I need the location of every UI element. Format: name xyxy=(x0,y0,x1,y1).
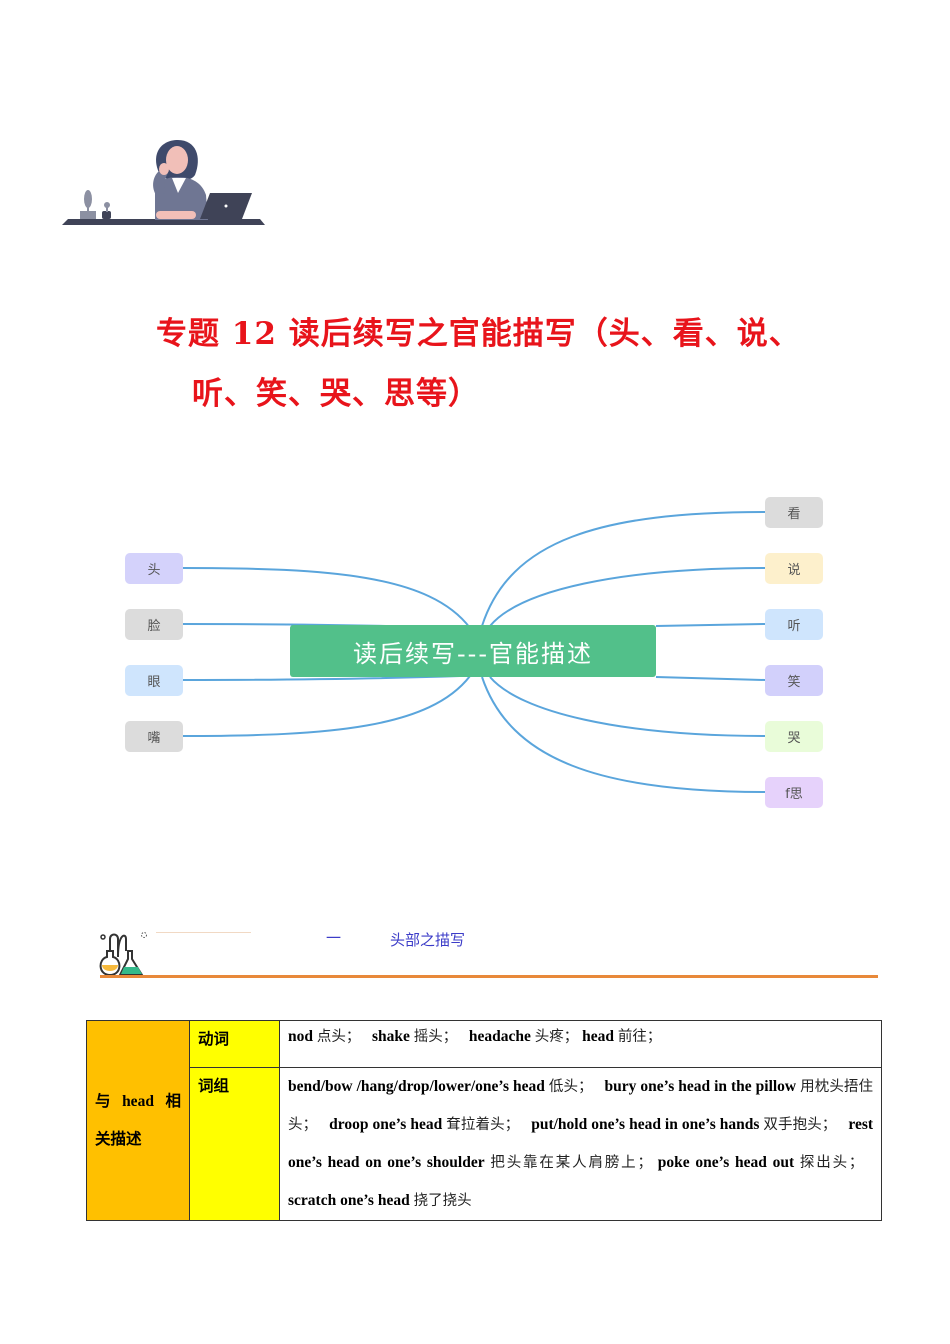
mindmap-node-head: 头 xyxy=(125,553,183,584)
node-label: 嘴 xyxy=(147,731,161,746)
mindmap-node-eye: 眼 xyxy=(125,665,183,696)
section-number: 一 xyxy=(326,929,342,947)
term-en: droop one’s head xyxy=(329,1116,443,1133)
node-label: f思 xyxy=(785,787,803,802)
section-thin-rule xyxy=(156,932,251,933)
term-en: rest one’s head on one’s shoulder xyxy=(288,1116,874,1171)
term-en: shake xyxy=(372,1028,410,1045)
category-text: head xyxy=(122,1092,154,1110)
node-label: 头 xyxy=(147,563,161,578)
term-zh: 挠了挠头 xyxy=(413,1193,472,1209)
term-en: nod xyxy=(288,1028,313,1045)
document-title-line-1: 专题 12 读后续写之官能描写（头、看、说、 xyxy=(156,316,801,352)
node-label: 说 xyxy=(787,563,801,578)
term-zh: 双手抱头； xyxy=(763,1117,837,1133)
center-node-label: 读后续写---官能描述 xyxy=(353,639,593,668)
node-label: 笑 xyxy=(787,675,801,690)
term-zh: 探出头； xyxy=(799,1155,864,1171)
term-en: scratch one’s head xyxy=(288,1192,410,1209)
mindmap-node-laugh: 笑 xyxy=(765,665,823,696)
term-en: bury one’s head in the pillow xyxy=(604,1078,797,1095)
mindmap-node-cry: 哭 xyxy=(765,721,823,752)
node-label: 脸 xyxy=(147,619,161,634)
term-en: headache xyxy=(468,1028,531,1045)
document-title-line-2: 听、笑、哭、思等） xyxy=(192,376,480,412)
table-row: 与 head 相 关描述 动词 nod 点头； shake 摇头； headac… xyxy=(86,1020,882,1221)
term-zh: 前往； xyxy=(617,1029,662,1045)
term-zh: 低头； xyxy=(548,1079,593,1095)
woman-at-desk-illustration xyxy=(60,135,270,230)
category-text: 关描述 xyxy=(95,1130,142,1148)
section-header: 一 头部之描写 xyxy=(96,925,881,980)
term-zh: 点头； xyxy=(316,1029,361,1045)
node-label: 眼 xyxy=(147,675,161,690)
mindmap-node-mouth: 嘴 xyxy=(125,721,183,752)
section-divider xyxy=(100,975,878,978)
phrases-content-cell: bend/bow /hang/drop/lower/one’s head 低头；… xyxy=(279,1067,882,1221)
node-label: 看 xyxy=(787,507,801,522)
category-cell: 与 head 相 关描述 xyxy=(86,1020,190,1221)
mindmap-node-face: 脸 xyxy=(125,609,183,640)
term-en: poke one’s head out xyxy=(657,1154,795,1171)
term-zh: 把头靠在某人肩膀上； xyxy=(490,1155,653,1171)
table-row: 词组 bend/bow /hang/drop/lower/one’s head … xyxy=(87,1067,882,1221)
subcategory-cell-verbs: 动词 xyxy=(189,1020,280,1068)
node-label: 哭 xyxy=(787,731,801,746)
illustration-icon xyxy=(62,140,265,225)
mindmap-center-node: 读后续写---官能描述 xyxy=(290,625,656,677)
verbs-content-cell: nod 点头； shake 摇头； headache 头疼； head 前往； xyxy=(279,1020,882,1068)
term-zh: 用枕头捂住头； xyxy=(288,1079,874,1133)
mindmap-node-look: 看 xyxy=(765,497,823,528)
category-text: 相 xyxy=(165,1092,181,1110)
term-en: bend/bow /hang/drop/lower/one’s head xyxy=(288,1078,545,1095)
term-en: put/hold one’s head in one’s hands xyxy=(531,1116,760,1133)
head-vocabulary-table: 与 head 相 关描述 动词 nod 点头； shake 摇头； headac… xyxy=(86,1020,882,1221)
mindmap-node-listen: 听 xyxy=(765,609,823,640)
section-title: 头部之描写 xyxy=(390,931,466,949)
mindmap-node-think: f思 xyxy=(765,777,823,808)
chemistry-flask-icon xyxy=(99,932,147,975)
term-zh: 摇头； xyxy=(413,1029,458,1045)
category-text: 与 xyxy=(95,1092,111,1110)
subcategory-cell-phrases: 词组 xyxy=(189,1067,280,1221)
mindmap-node-say: 说 xyxy=(765,553,823,584)
node-label: 听 xyxy=(787,619,801,634)
term-en: head xyxy=(582,1028,615,1045)
term-zh: 耷拉着头； xyxy=(446,1117,520,1133)
term-zh: 头疼； xyxy=(534,1029,579,1045)
